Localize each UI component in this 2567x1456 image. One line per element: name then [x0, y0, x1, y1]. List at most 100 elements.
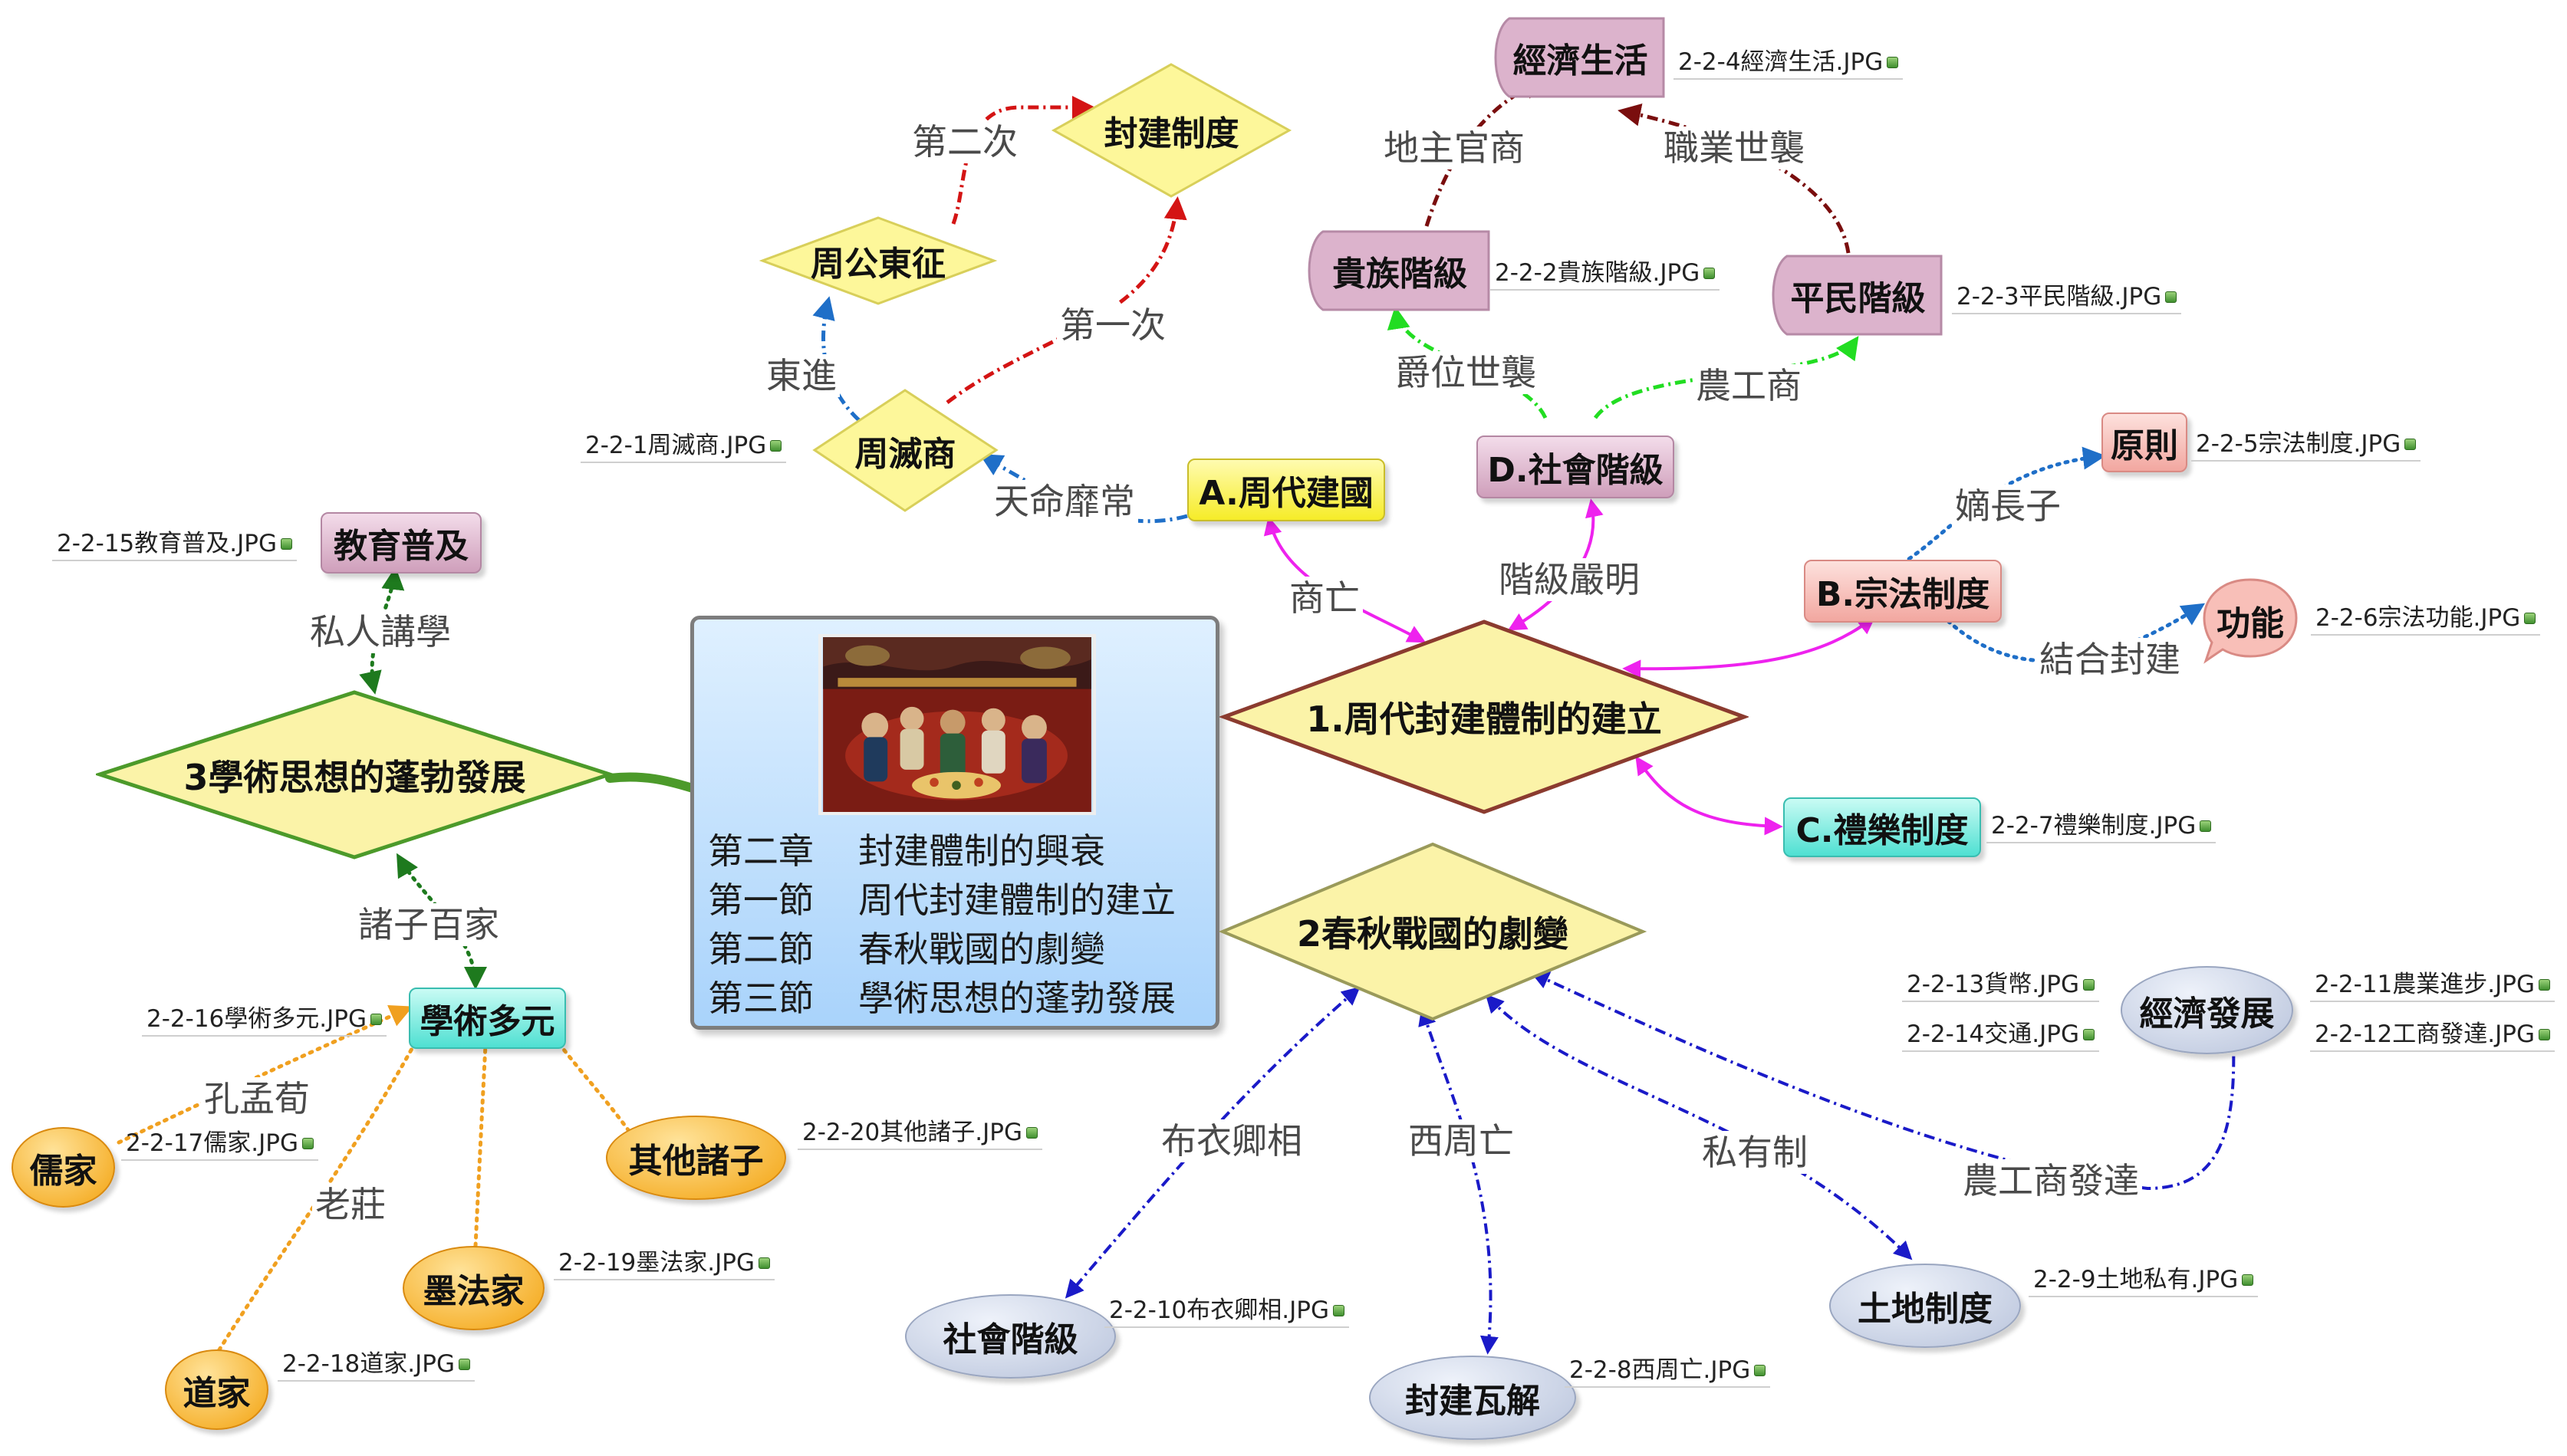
- attachment-icon: [2165, 291, 2177, 303]
- main-topic-3[interactable]: 3學術思想的蓬勃發展: [96, 689, 614, 861]
- attachment-link[interactable]: 2-2-11農業進步.JPG: [2310, 970, 2555, 1002]
- edge-label-first-time: 第一次: [1057, 304, 1169, 347]
- node-academic-diversity[interactable]: 學術多元: [409, 988, 566, 1049]
- attachment-link[interactable]: 2-2-20其他諸子.JPG: [798, 1118, 1042, 1150]
- outline-row: 第二章封建體制的興衰: [708, 830, 1105, 872]
- edge-label-eldest-son: 嫡長子: [1952, 485, 2064, 528]
- attachment-link[interactable]: 2-2-5宗法制度.JPG: [2191, 429, 2421, 462]
- node-confucianism[interactable]: 儒家: [12, 1127, 115, 1208]
- node-zhou-conquers-shang[interactable]: 周滅商: [811, 387, 999, 514]
- edge-label-commoners-ministers: 布衣卿相: [1158, 1119, 1305, 1162]
- attachment-link[interactable]: 2-2-3平民階級.JPG: [1952, 282, 2182, 314]
- attachment-link[interactable]: 2-2-17儒家.JPG: [121, 1129, 318, 1161]
- connector-a-zhoumieshang: [979, 454, 1188, 524]
- attachment-link[interactable]: 2-2-12工商發達.JPG: [2310, 1020, 2555, 1052]
- attachment-icon: [2404, 438, 2417, 450]
- attachment-link[interactable]: 2-2-18道家.JPG: [278, 1349, 475, 1382]
- edge-label-combined-feudalism: 結合封建: [2036, 638, 2184, 681]
- connector-b-main1: [1622, 616, 1876, 679]
- attachment-link[interactable]: 2-2-13貨幣.JPG: [1902, 970, 2099, 1002]
- edge-label-hereditary-occupation: 職業世襲: [1660, 127, 1808, 169]
- central-topic-card[interactable]: 第二章封建體制的興衰 第一節周代封建體制的建立 第二節春秋戰國的劇變 第三節學術…: [690, 616, 1219, 1030]
- subtopic-a-founding[interactable]: A.周代建國: [1187, 458, 1385, 521]
- edge-label-hereditary-titles: 爵位世襲: [1392, 351, 1539, 394]
- attachment-icon: [1754, 1364, 1766, 1376]
- attachment-icon: [458, 1358, 470, 1370]
- attachment-icon: [301, 1137, 314, 1149]
- attachment-icon: [370, 1013, 382, 1025]
- banquet-painting: [818, 634, 1096, 815]
- edge-label-strict-hierarchy: 階級嚴明: [1496, 558, 1643, 601]
- connector-main2-fengjianwajie: [1418, 1007, 1499, 1355]
- connector-main2-tudi: [1485, 994, 1913, 1260]
- node-feudal-collapse[interactable]: 封建瓦解: [1369, 1356, 1576, 1440]
- connector-mofajia-xueshu: [473, 1011, 498, 1248]
- node-feudal-system[interactable]: 封建制度: [1051, 61, 1292, 199]
- connector-zhoumieshang-fengjian: [946, 196, 1187, 404]
- attachment-link[interactable]: 2-2-15教育普及.JPG: [52, 529, 297, 561]
- node-land-system[interactable]: 土地制度: [1829, 1264, 2021, 1348]
- main-topic-1[interactable]: 1.周代封建體制的建立: [1219, 617, 1749, 817]
- connector-zhougong-fengjian: [951, 96, 1095, 225]
- attachment-link[interactable]: 2-2-10布衣卿相.JPG: [1104, 1296, 1349, 1328]
- edge-label-hundred-schools: 諸子百家: [355, 903, 502, 946]
- attachment-icon: [758, 1257, 770, 1269]
- edge-label-shang-fall: 商亡: [1286, 577, 1363, 620]
- attachment-link[interactable]: 2-2-6宗法功能.JPG: [2311, 603, 2541, 636]
- attachment-icon: [1025, 1126, 1038, 1139]
- attachment-link[interactable]: 2-2-9土地私有.JPG: [2029, 1265, 2259, 1297]
- subtopic-b-clan-system[interactable]: B.宗法制度: [1804, 560, 2002, 623]
- attachment-icon: [2082, 1028, 2095, 1040]
- attachment-link[interactable]: 2-2-2貴族階級.JPG: [1490, 258, 1720, 291]
- attachment-link[interactable]: 2-2-14交通.JPG: [1902, 1020, 2099, 1052]
- node-noble-class[interactable]: 貴族階級: [1308, 228, 1492, 313]
- node-daoism[interactable]: 道家: [165, 1349, 268, 1430]
- edge-label-commerce-prosperity: 農工商發達: [1960, 1159, 2142, 1202]
- attachment-icon: [2524, 612, 2536, 624]
- node-duke-zhou-eastern-campaign[interactable]: 周公東征: [759, 215, 997, 307]
- subtopic-c-rites-music[interactable]: C.禮樂制度: [1783, 797, 1981, 857]
- attachment-link[interactable]: 2-2-4經濟生活.JPG: [1673, 48, 1904, 80]
- node-commoner-class[interactable]: 平民階級: [1772, 253, 1944, 337]
- node-principle[interactable]: 原則: [2101, 412, 2187, 472]
- attachment-icon: [2242, 1274, 2254, 1286]
- attachment-icon: [2200, 820, 2212, 832]
- attachment-icon: [1887, 56, 1899, 68]
- attachment-icon: [2538, 1028, 2550, 1040]
- node-mohism-legalism[interactable]: 墨法家: [403, 1246, 545, 1330]
- outline-row: 第一節周代封建體制的建立: [708, 879, 1176, 921]
- subtopic-d-social-class[interactable]: D.社會階級: [1476, 435, 1674, 498]
- connector-center-main3: [605, 772, 697, 793]
- node-social-class-change[interactable]: 社會階級: [905, 1294, 1116, 1379]
- edge-label-laozi-zhuangzi: 老莊: [312, 1183, 389, 1226]
- attachment-icon: [2082, 978, 2095, 991]
- node-other-schools[interactable]: 其他諸子: [606, 1116, 786, 1200]
- edge-label-farmers-artisans-merchants: 農工商: [1693, 364, 1805, 407]
- attachment-link[interactable]: 2-2-7禮樂制度.JPG: [1986, 811, 2217, 843]
- attachment-icon: [280, 537, 292, 550]
- edge-label-mandate-of-heaven: 天命靡常: [991, 480, 1138, 523]
- attachment-icon: [1703, 267, 1716, 279]
- main-topic-2[interactable]: 2春秋戰國的劇變: [1218, 840, 1647, 1024]
- attachment-link[interactable]: 2-2-1周滅商.JPG: [581, 431, 787, 463]
- node-economic-life[interactable]: 經濟生活: [1494, 15, 1667, 100]
- connector-main3-jiaoyu: [359, 567, 405, 695]
- chapter-outline: 第二章封建體制的興衰 第一節周代封建體制的建立 第二節春秋戰國的劇變 第三節學術…: [708, 827, 1176, 1023]
- node-function-bubble[interactable]: 功能: [2200, 575, 2301, 666]
- outline-row: 第三節學術思想的蓬勃發展: [708, 978, 1176, 1019]
- edge-label-second-time: 第二次: [909, 120, 1021, 163]
- connector-qita-xueshu: [534, 1007, 631, 1133]
- attachment-icon: [2538, 978, 2550, 991]
- connector-c-main1: [1635, 756, 1783, 836]
- edge-label-western-zhou-fall: 西周亡: [1405, 1119, 1517, 1162]
- edge-label-private-ownership: 私有制: [1699, 1131, 1811, 1174]
- attachment-link[interactable]: 2-2-16學術多元.JPG: [142, 1004, 387, 1037]
- connector-main2-shehui: [1065, 986, 1361, 1299]
- attachment-link[interactable]: 2-2-19墨法家.JPG: [554, 1248, 775, 1280]
- attachment-link[interactable]: 2-2-8西周亡.JPG: [1565, 1356, 1771, 1388]
- edge-label-confucius-mencius-xunzi: 孔孟荀: [201, 1077, 313, 1120]
- node-education-spread[interactable]: 教育普及: [321, 512, 482, 574]
- edge-label-private-teaching: 私人講學: [307, 610, 454, 653]
- node-economic-development[interactable]: 經濟發展: [2121, 966, 2293, 1054]
